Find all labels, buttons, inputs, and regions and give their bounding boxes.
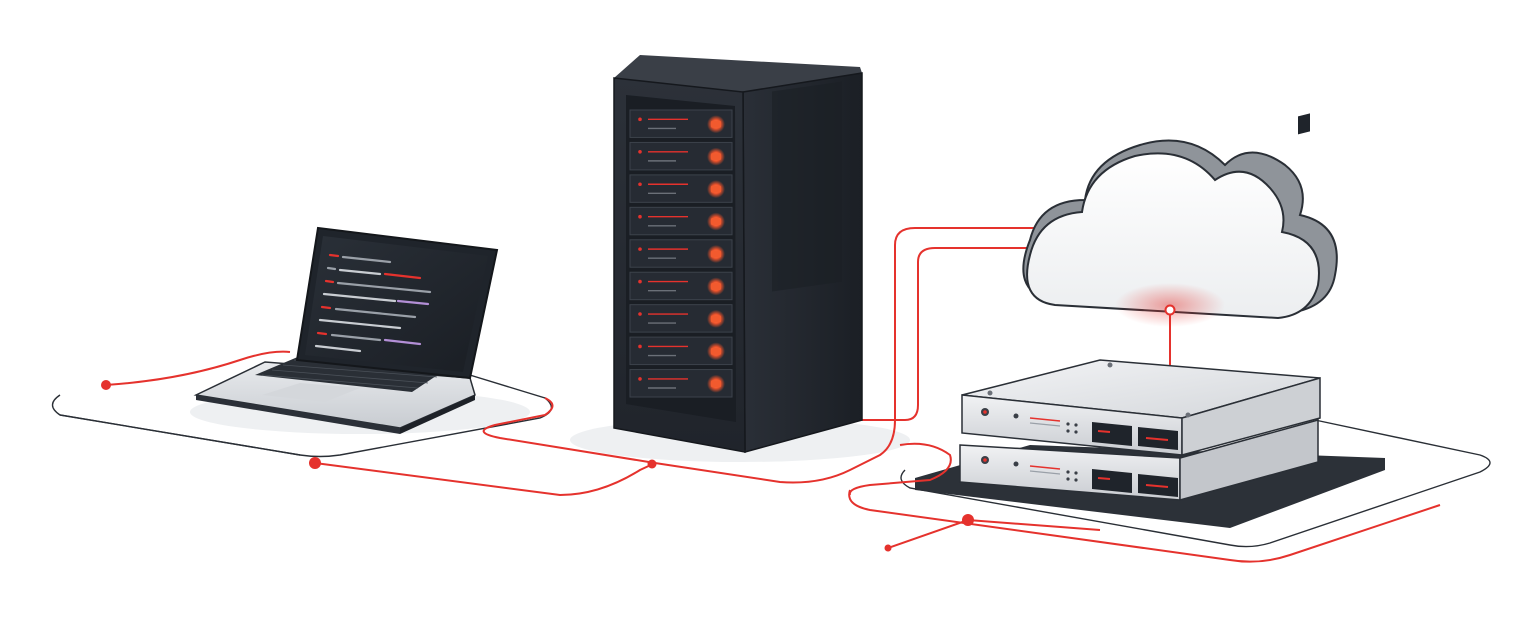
rack-unit (629, 304, 733, 333)
rack-unit (629, 239, 733, 268)
server-rack-icon (613, 55, 863, 453)
laptop-icon (193, 226, 499, 434)
cloud-icon (1022, 139, 1338, 327)
rack-unit (629, 174, 733, 203)
rack-unit (629, 141, 733, 171)
network-appliance-icon (959, 113, 1321, 501)
rack-unit (629, 206, 733, 236)
rack-units (629, 109, 733, 398)
rack-unit (629, 271, 733, 301)
rack-unit (629, 109, 733, 138)
rack-unit (629, 369, 733, 398)
rack-unit (629, 336, 733, 366)
network-cables (105, 227, 1441, 563)
cable-junctions (101, 380, 974, 552)
